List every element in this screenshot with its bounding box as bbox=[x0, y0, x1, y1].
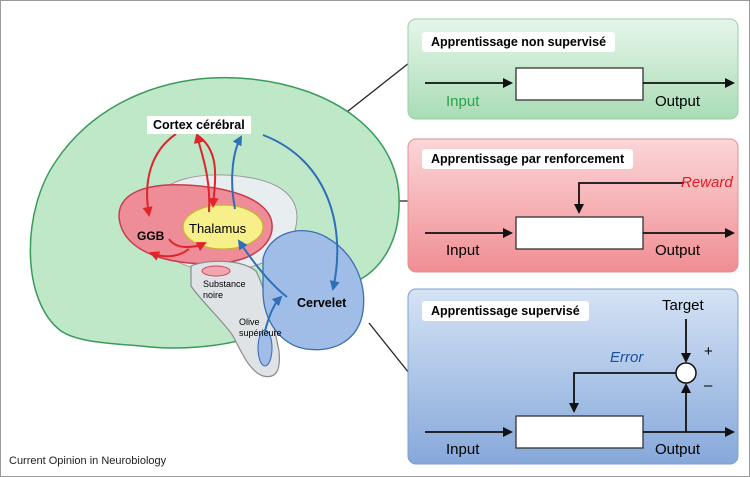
reinforcement-output-label: Output bbox=[655, 242, 701, 259]
reinforcement-input-label: Input bbox=[446, 242, 480, 259]
unsupervised-output-label: Output bbox=[655, 93, 701, 110]
unsupervised-box bbox=[515, 67, 644, 101]
panel-reinforcement bbox=[407, 138, 739, 273]
label-cortex: Cortex cérébral bbox=[147, 116, 251, 134]
unsupervised-title: Apprentissage non supervisé bbox=[422, 32, 616, 52]
thalamus-shape bbox=[182, 204, 264, 250]
label-thalamus: Thalamus bbox=[189, 221, 247, 236]
red-arrow-cortex-ggb bbox=[142, 133, 177, 217]
blue-arrow-thalamus-cortex bbox=[231, 135, 242, 210]
reinforcement-title: Apprentissage par renforcement bbox=[422, 149, 634, 169]
supervised-title: Apprentissage supervisé bbox=[422, 301, 589, 321]
reward-arrow bbox=[574, 182, 684, 214]
blue-arrow-olive-cerebellum bbox=[264, 295, 283, 332]
label-ggb: GGB bbox=[137, 229, 165, 243]
supervised-output-label: Output bbox=[655, 441, 701, 458]
comparator-circle bbox=[675, 362, 697, 384]
unsupervised-input-label: Input bbox=[446, 93, 480, 110]
error-arrow bbox=[569, 372, 676, 413]
red-arrow-cortex-thalamus bbox=[196, 134, 219, 208]
source-caption: Current Opinion in Neurobiology bbox=[9, 455, 167, 467]
substance-noire-shape bbox=[201, 265, 231, 277]
connector-line-blue bbox=[368, 322, 410, 374]
label-cervelet: Cervelet bbox=[297, 296, 347, 310]
reinforcement-box bbox=[515, 216, 644, 250]
panel-supervised bbox=[407, 288, 739, 465]
supervised-input-label: Input bbox=[446, 441, 480, 458]
label-olive: Olive supérieure bbox=[239, 317, 282, 338]
plus-sign: + bbox=[704, 343, 713, 360]
supervised-box bbox=[515, 415, 644, 449]
blue-arrow-cerebellum-thalamus bbox=[237, 239, 288, 298]
brainstem-shape bbox=[190, 260, 281, 378]
cerebellum-shape bbox=[262, 230, 365, 351]
blue-arrow-cortex-cerebellum bbox=[262, 134, 340, 291]
target-label: Target bbox=[662, 297, 704, 314]
minus-sign: – bbox=[704, 377, 713, 394]
error-label: Error bbox=[610, 349, 644, 366]
red-arrow-ggb-thalamus bbox=[168, 238, 207, 252]
label-substance-noire: Substance noire bbox=[203, 279, 246, 300]
reward-label: Reward bbox=[681, 174, 733, 191]
red-arrow-thalamus-ggb bbox=[149, 248, 190, 261]
